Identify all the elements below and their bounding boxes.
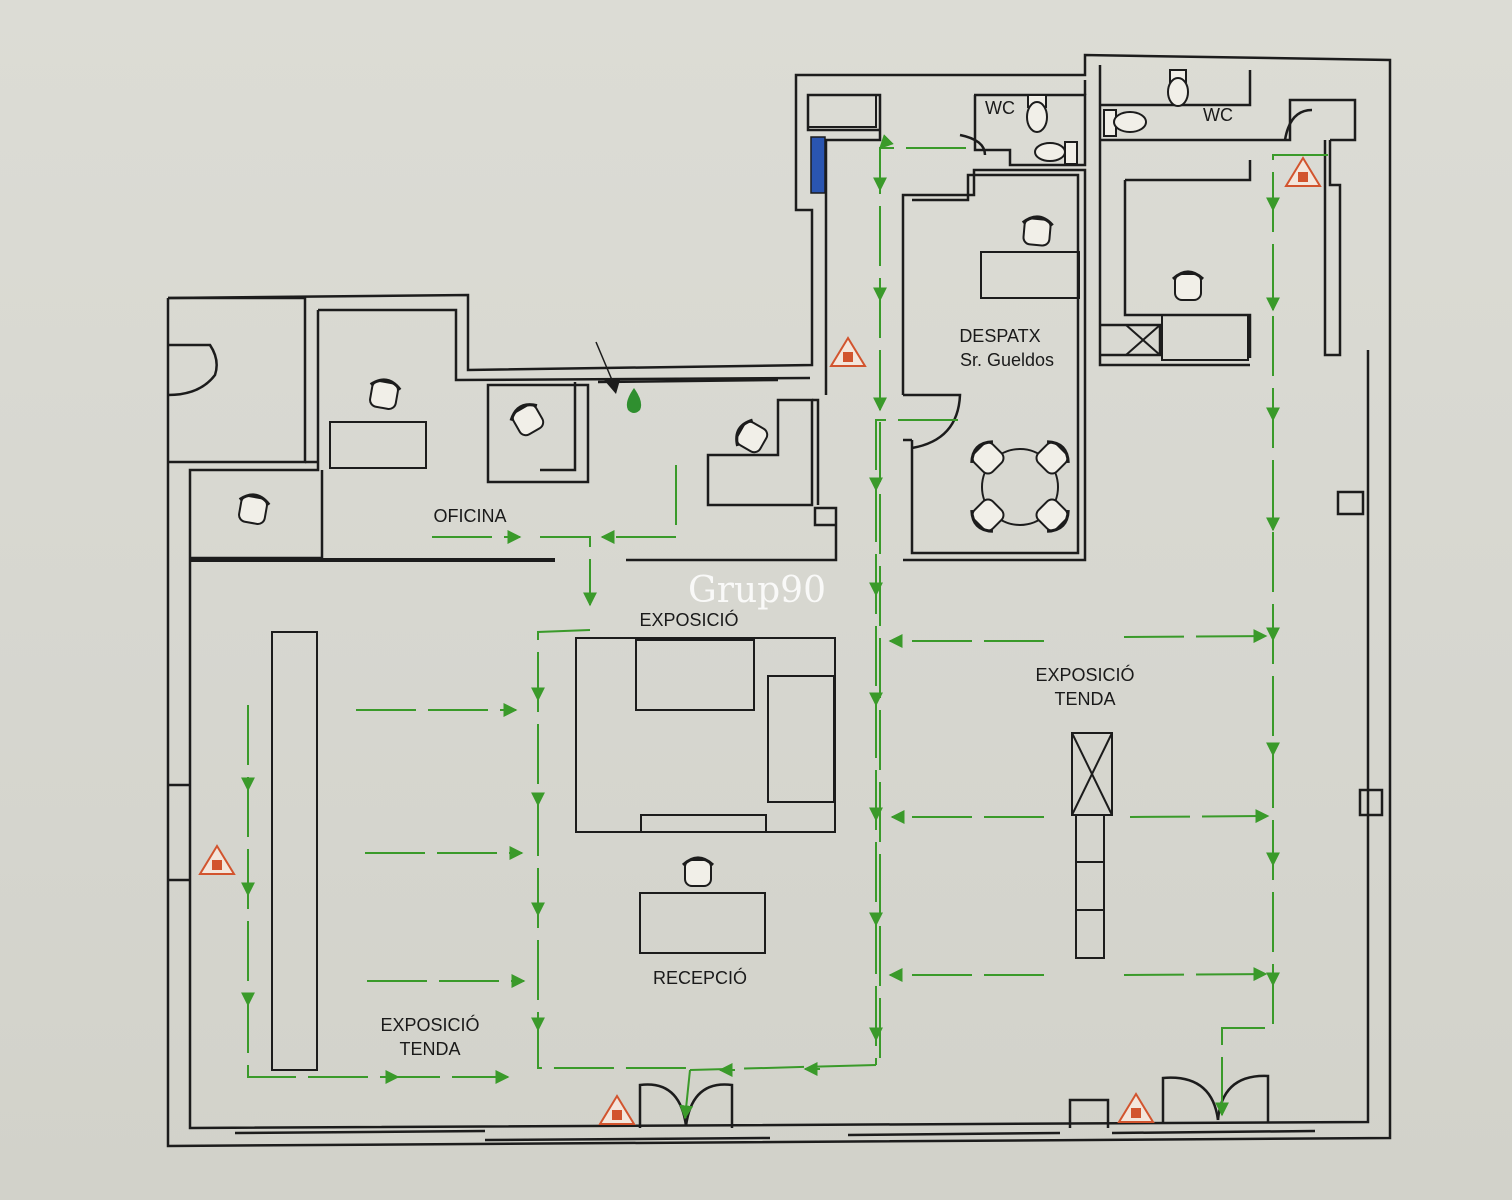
fire-hazard-icon — [1285, 157, 1321, 187]
extinguisher-icon — [595, 341, 642, 413]
window-icon — [810, 136, 826, 194]
chair-icon — [365, 376, 403, 412]
chairs — [234, 214, 1205, 888]
label-wc-left: WC — [985, 98, 1015, 118]
fire-hazard-icon — [830, 337, 866, 367]
walls — [166, 53, 1392, 1148]
hazards — [199, 157, 1321, 1125]
label-recepcio: RECEPCIÓ — [653, 967, 747, 988]
chair-icon — [965, 435, 1010, 480]
toilet-icon — [1026, 69, 1189, 165]
chair-icon — [1030, 493, 1075, 538]
label-despatx: DESPATX — [959, 326, 1040, 346]
label-exposicio: EXPOSICIÓ — [639, 609, 738, 630]
label-tenda-right-1: EXPOSICIÓ — [1035, 664, 1134, 685]
fire-hazard-icon — [199, 845, 235, 875]
watermark: Grup90 — [688, 570, 826, 611]
label-despatx-owner: Sr. Gueldos — [960, 350, 1054, 370]
label-tenda-right-2: TENDA — [1054, 689, 1115, 709]
fire-hazard-icon — [1118, 1093, 1154, 1123]
label-tenda-left-2: TENDA — [399, 1039, 460, 1059]
label-oficina: OFICINA — [433, 506, 506, 526]
chair-icon — [730, 415, 773, 458]
chair-icon — [681, 856, 715, 888]
label-wc-right: WC — [1203, 105, 1233, 125]
label-tenda-left-1: EXPOSICIÓ — [380, 1014, 479, 1035]
fire-hazard-icon — [599, 1095, 635, 1125]
evacuation-routes — [241, 134, 1328, 1120]
chair-icon — [1019, 214, 1055, 248]
chair-icon — [1171, 270, 1205, 302]
furniture — [271, 94, 1249, 1071]
chair-icon — [1030, 435, 1075, 480]
chair-icon — [234, 491, 272, 527]
chair-icon — [506, 398, 549, 441]
chair-icon — [965, 493, 1010, 538]
